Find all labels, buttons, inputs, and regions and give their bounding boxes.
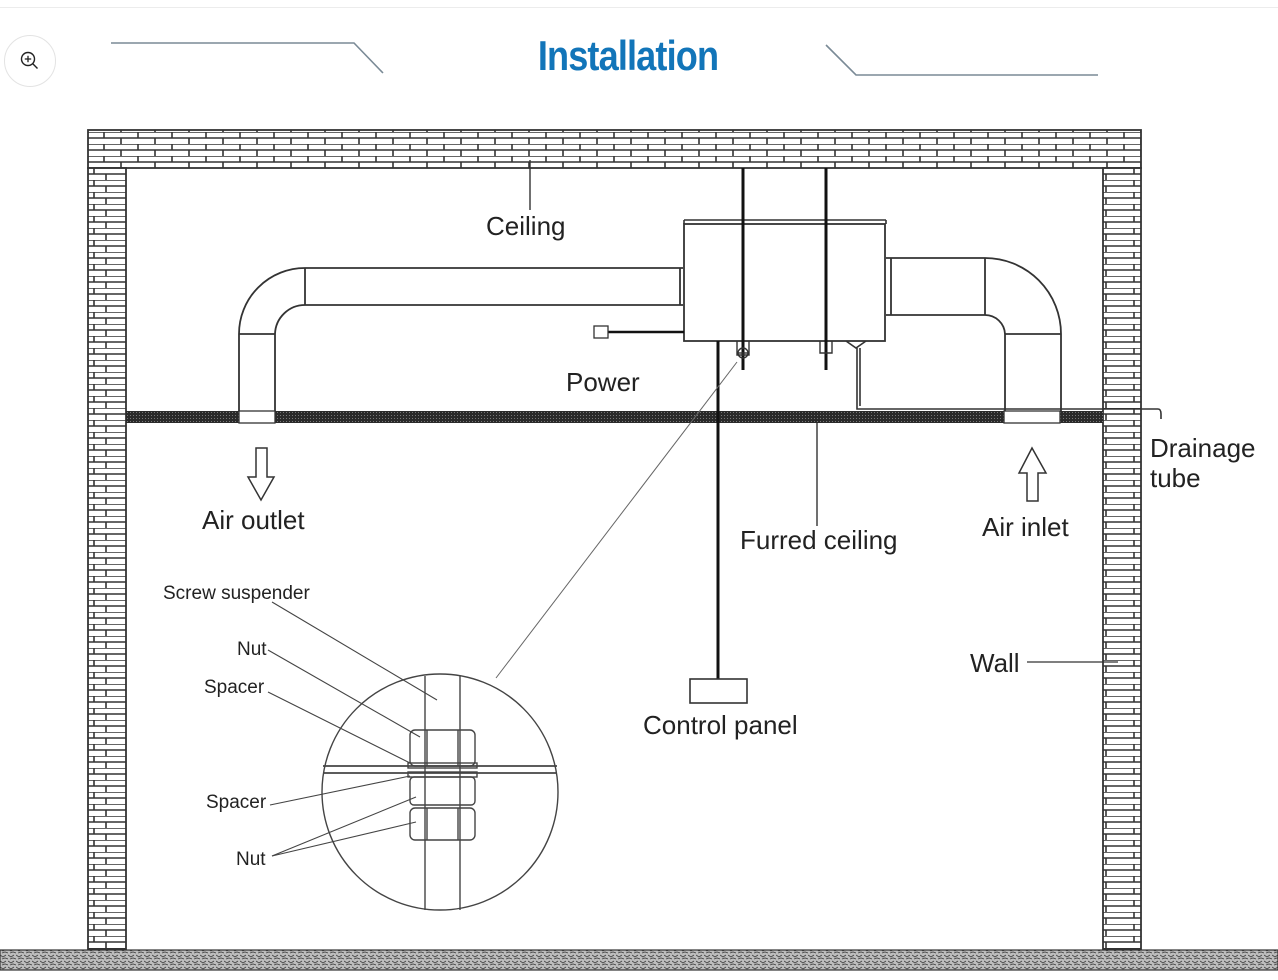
- power-cable: [593, 325, 684, 339]
- return-duct: [886, 257, 1062, 411]
- right-wall: [1102, 167, 1142, 950]
- air-inlet-arrow-icon: [1017, 446, 1048, 502]
- page-title: Installation: [537, 32, 719, 79]
- spacer-bottom-label: Spacer: [206, 792, 267, 813]
- screw-suspender-label: Screw suspender: [163, 583, 310, 604]
- air-outlet-label: Air outlet: [202, 505, 305, 535]
- air-inlet-label: Air inlet: [982, 512, 1069, 542]
- furred-ceiling-label: Furred ceiling: [740, 525, 898, 555]
- zoom-in-icon: [20, 51, 38, 69]
- detail-leaders: [267, 601, 438, 857]
- drainage-tube-label-line1: Drainage: [1150, 433, 1256, 463]
- indoor-unit: [683, 219, 887, 342]
- control-panel-label: Control panel: [643, 710, 798, 740]
- wall-label: Wall: [970, 648, 1020, 678]
- furred-ceiling: [126, 411, 1103, 423]
- title-decoration-right: [825, 44, 1098, 76]
- air-outlet-arrow-icon: [246, 447, 276, 502]
- floor: [0, 949, 1278, 971]
- detail-leader: [495, 361, 738, 679]
- hanger-brackets: [736, 341, 833, 359]
- left-wall: [87, 167, 127, 950]
- inlet-opening: [1003, 410, 1061, 424]
- top-divider: [0, 7, 1278, 8]
- drainage-tube-label-line2: tube: [1150, 463, 1201, 493]
- supply-duct: [238, 267, 683, 411]
- ceiling-slab: [87, 129, 1142, 169]
- nut-top-label: Nut: [237, 639, 267, 660]
- nut-bottom-label: Nut: [236, 849, 266, 870]
- outlet-opening: [238, 410, 276, 424]
- suspender-detail: [321, 673, 559, 911]
- control-panel: [689, 678, 748, 704]
- spacer-top-label: Spacer: [204, 677, 265, 698]
- power-plug-icon: [593, 325, 609, 339]
- power-label: Power: [566, 367, 640, 397]
- ceiling-label: Ceiling: [486, 211, 566, 241]
- title-decoration-left: [111, 42, 384, 74]
- zoom-in-button[interactable]: [4, 35, 56, 87]
- drainage-pipe: [845, 340, 1162, 419]
